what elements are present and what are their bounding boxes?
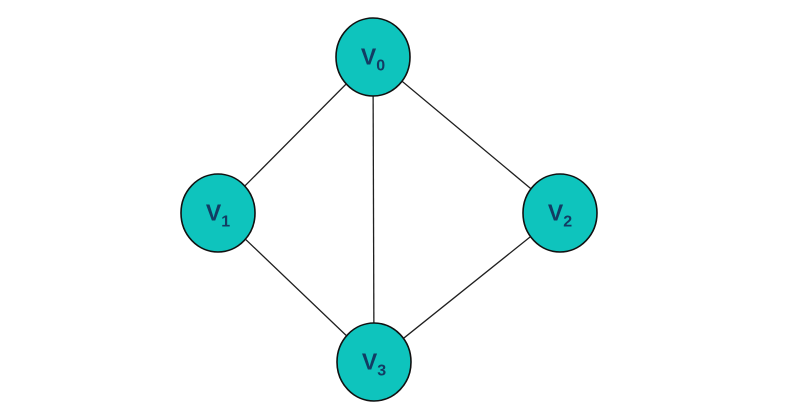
edges-layer (217, 56, 561, 363)
node-label-subscript-v3: 3 (377, 363, 386, 380)
graph-node-v3: V3 (336, 322, 412, 402)
node-label-subscript-v1: 1 (221, 214, 230, 231)
graph-edge-v0-v3 (372, 56, 375, 363)
graph-node-v0: V0 (335, 17, 411, 97)
node-circle-v2 (522, 173, 598, 253)
node-label-subscript-v0: 0 (376, 58, 385, 75)
node-label-subscript-v2: 2 (563, 214, 572, 231)
node-circle-v1 (180, 173, 256, 253)
node-circle-v0 (335, 17, 411, 97)
graph-node-v2: V2 (522, 173, 598, 253)
node-circle-v3 (336, 322, 412, 402)
graph-edge-v2-v3 (373, 212, 561, 363)
graph-edge-v0-v2 (372, 56, 561, 214)
graph-node-v1: V1 (180, 173, 256, 253)
